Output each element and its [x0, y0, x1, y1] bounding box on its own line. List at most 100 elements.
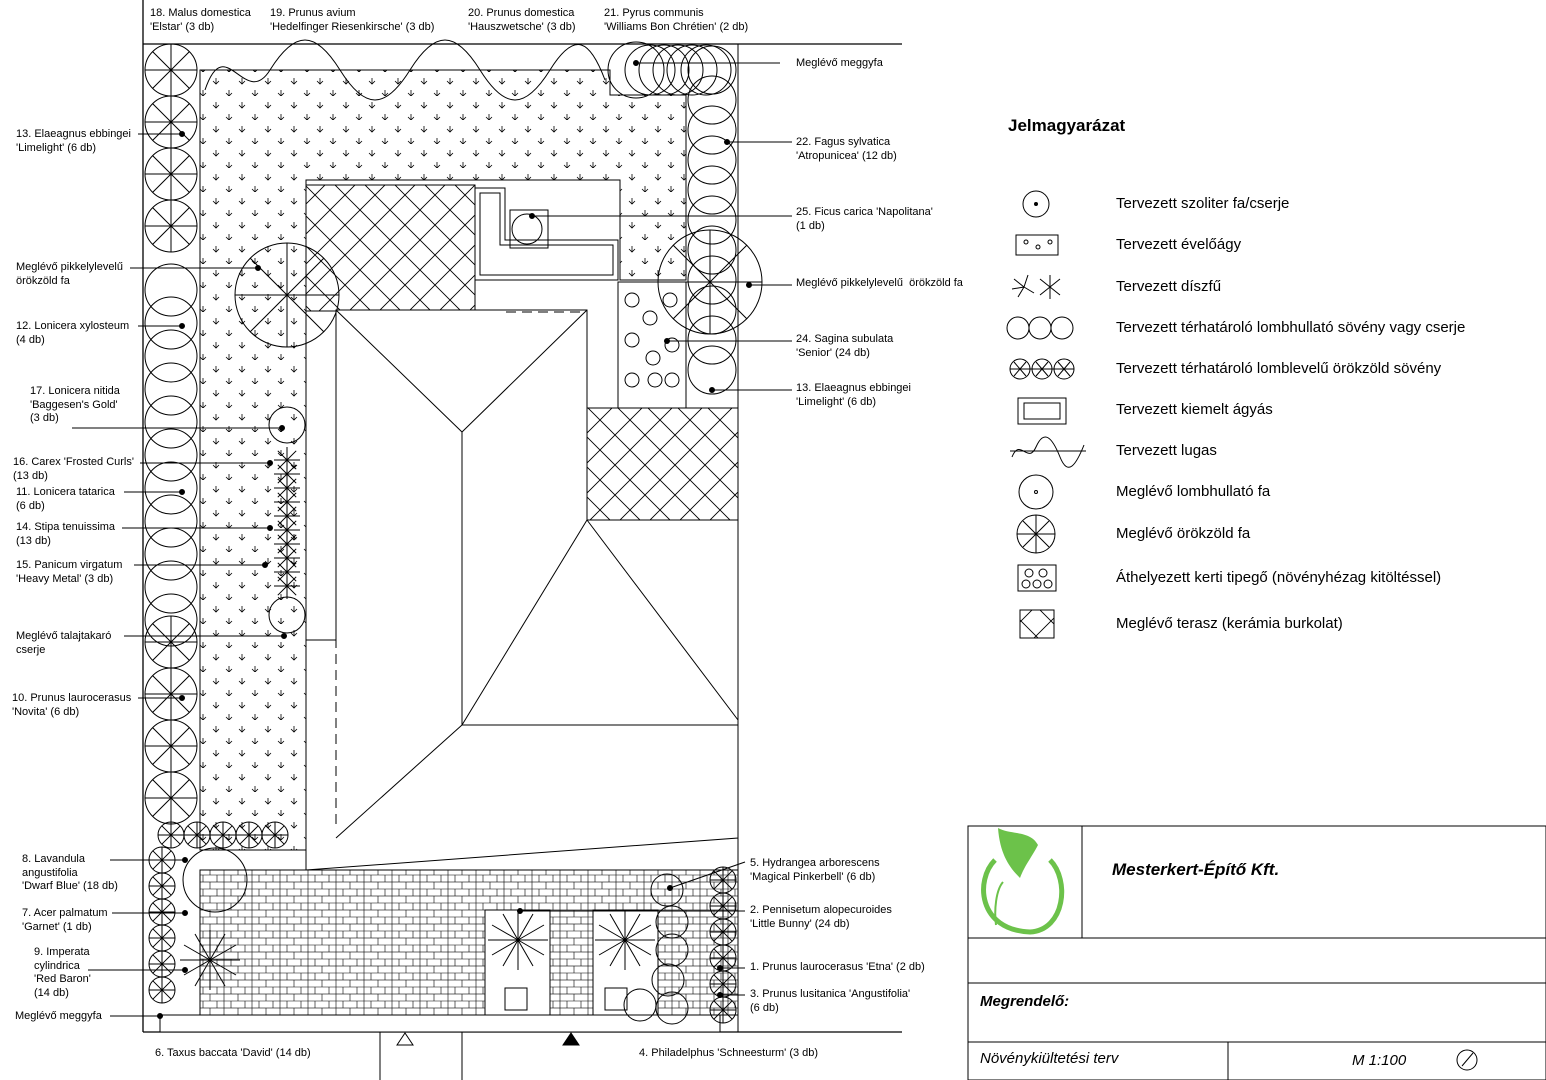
- label-line: 2. Pennisetum alopecuroides: [750, 904, 892, 916]
- leader-dot: [279, 425, 285, 431]
- grass-blade: [277, 548, 288, 559]
- stepping-stone: [664, 372, 680, 388]
- evergreen-shrub-line: [187, 825, 207, 845]
- shrub: [651, 963, 685, 997]
- grass-blade: [286, 464, 297, 475]
- label-line: 9. Imperata: [34, 946, 90, 958]
- plant-label-right: 5. Hydrangea arborescens'Magical Pinkerb…: [750, 857, 880, 884]
- label-line: 21. Pyrus communis: [604, 7, 704, 19]
- stepping-stone: [647, 372, 663, 388]
- legend-item-label: Meglévő örökzöld fa: [1116, 525, 1251, 542]
- grass-blade: [286, 548, 297, 559]
- grass-blade: [624, 924, 652, 941]
- grass-blade: [286, 506, 297, 517]
- deciduous-shrub: [144, 461, 198, 515]
- label-line: 25. Ficus carica 'Napolitana': [796, 206, 933, 218]
- plan-title: Növénykiültetési terv: [980, 1050, 1119, 1067]
- leader-dot: [182, 910, 188, 916]
- grass-blade: [277, 534, 288, 545]
- deciduous-shrub: [144, 395, 198, 449]
- grass-blade: [286, 459, 297, 470]
- plant-label-right: 2. Pennisetum alopecuroides'Little Bunny…: [750, 904, 892, 931]
- grass-blade: [277, 487, 288, 498]
- plant-label-right: 13. Elaeagnus ebbingei'Limelight' (6 db): [796, 382, 911, 409]
- leader-dot: [182, 967, 188, 973]
- grass-blade: [286, 543, 297, 554]
- evergreen-shrub-line: [239, 825, 259, 845]
- legend-title: Jelmagyarázat: [1008, 116, 1126, 135]
- evergreen-shrub-line: [152, 928, 172, 948]
- label-line: 'Red Baron': [34, 973, 91, 985]
- leader-dot: [746, 282, 752, 288]
- label-line: 1. Prunus laurocerasus 'Etna' (2 db): [750, 961, 925, 973]
- evergreen-shrub-line: [152, 876, 172, 896]
- plant-label-left: 12. Lonicera xylosteum(4 db): [16, 320, 129, 347]
- terrace: [586, 407, 739, 521]
- label-line: 'Elstar' (3 db): [150, 20, 215, 33]
- grass-blade: [277, 520, 288, 531]
- evergreen-shrub-line: [152, 623, 190, 661]
- label-line: angustifolia: [22, 866, 78, 879]
- grass-blade: [286, 492, 297, 503]
- grass-blade: [277, 459, 288, 470]
- grass-blade: [277, 450, 288, 461]
- fagus-shrub: [666, 44, 718, 96]
- grass-blade: [183, 944, 211, 961]
- grass-blade: [286, 534, 297, 545]
- label-line: 10. Prunus laurocerasus: [12, 692, 132, 704]
- label-line: 11. Lonicera tatarica: [16, 486, 115, 498]
- grass-blade: [624, 913, 641, 941]
- existing-deciduous-tree-icon: [1006, 474, 1090, 510]
- stepping-stone: [624, 292, 640, 308]
- grass-blade: [277, 585, 288, 596]
- stepping-stones-icon: [1006, 560, 1090, 596]
- label-line: cserje: [16, 643, 46, 656]
- label-line: 'Senior' (24 db): [796, 346, 870, 359]
- fagus-shrub: [687, 255, 737, 305]
- grass-blade: [624, 939, 641, 967]
- grass-blade: [209, 959, 226, 987]
- grass-blade: [286, 478, 297, 489]
- plant-label-bottom: 6. Taxus baccata 'David' (14 db): [155, 1047, 311, 1061]
- label-line: 'Limelight' (6 db): [796, 395, 877, 408]
- ornamental-grass: [274, 531, 300, 557]
- deciduous-shrub: [144, 296, 198, 350]
- grass-blade: [286, 585, 297, 596]
- leader-dot: [709, 387, 715, 393]
- deciduous-shrub: [144, 593, 198, 647]
- evergreen-shrub-line: [152, 155, 190, 193]
- plant-label-left: 11. Lonicera tatarica(6 db): [16, 486, 115, 513]
- fagus-shrub: [687, 45, 737, 95]
- company-name: Mesterkert-Építő Kft.: [1112, 860, 1280, 879]
- grass-blade: [286, 487, 297, 498]
- plant-label-left: 14. Stipa tenuissima(13 db): [16, 521, 115, 548]
- deciduous-shrub: [144, 560, 198, 614]
- existing-cherry-tree: [607, 41, 665, 99]
- grass-blade: [491, 924, 519, 941]
- evergreen-shrub-line: [713, 1000, 733, 1020]
- label-line: Meglévő talajtakaró: [16, 630, 112, 642]
- leader-dot: [664, 338, 670, 344]
- shrub: [650, 873, 684, 907]
- plant-label-left: 16. Carex 'Frosted Curls'(13 db): [13, 456, 134, 483]
- pennisetum-group: [595, 910, 655, 970]
- grass-blade: [209, 944, 237, 961]
- evergreen-shrub-line: [213, 825, 233, 845]
- label-line: 'Heavy Metal' (3 db): [16, 572, 114, 585]
- label-line: 12. Lonicera xylosteum: [16, 320, 130, 332]
- evergreen-shrub-line: [152, 51, 190, 89]
- plant-label-right: 1. Prunus laurocerasus 'Etna' (2 db): [750, 961, 925, 975]
- grass-blade: [277, 492, 288, 503]
- label-line: 13. Elaeagnus ebbingei: [796, 382, 911, 394]
- evergreen-shrub-line: [161, 825, 181, 845]
- label-line: 16. Carex 'Frosted Curls': [13, 456, 134, 468]
- stepping-stone: [642, 310, 658, 326]
- shrub: [655, 905, 689, 939]
- leader-line: [669, 861, 746, 889]
- leader-dot: [157, 1013, 163, 1019]
- label-line: 'Hedelfinger Riesenkirsche' (3 db): [270, 20, 435, 33]
- stepping-stone: [645, 350, 661, 366]
